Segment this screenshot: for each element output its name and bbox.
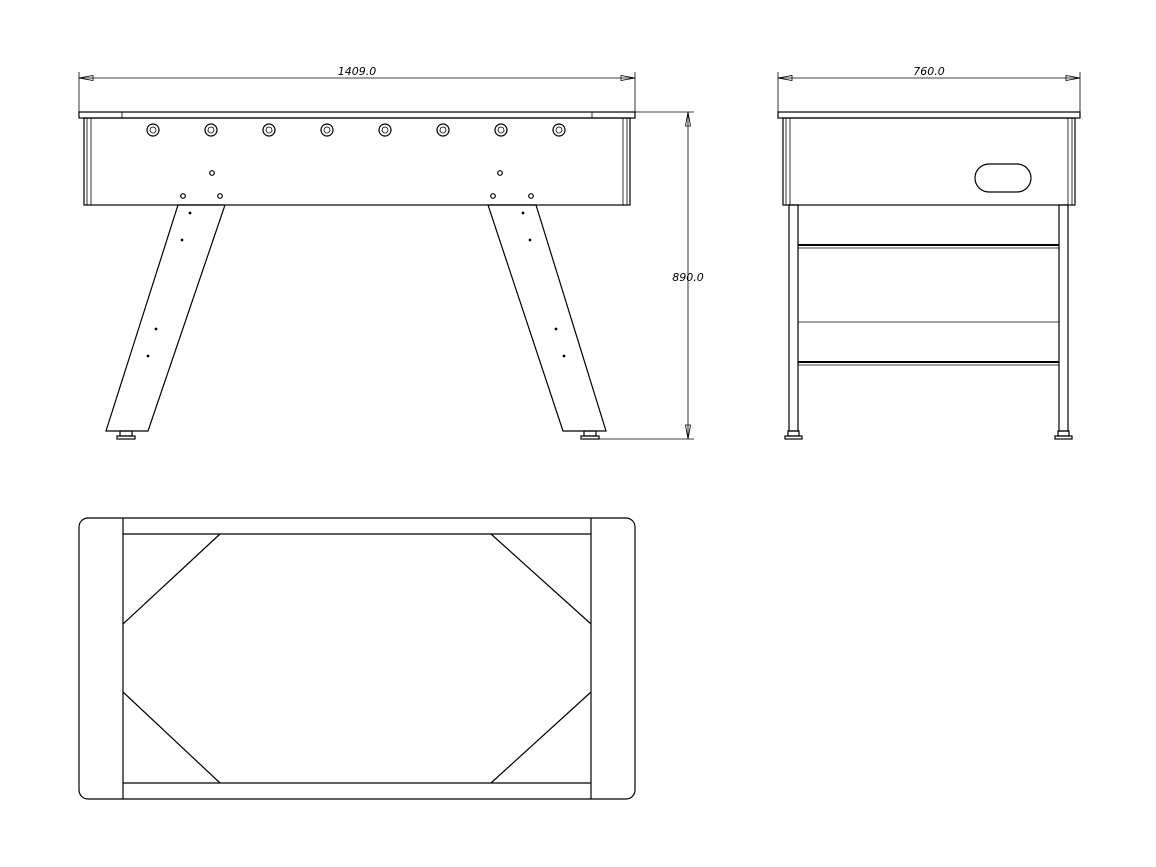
top-view	[78, 517, 636, 800]
rod-holes	[146, 123, 566, 137]
dimension-height: 890.0	[599, 111, 704, 440]
side-width-label: 760.0	[913, 65, 945, 78]
front-view: 1409.0	[78, 65, 704, 440]
front-length-label: 1409.0	[338, 65, 377, 78]
dimension-front-length: 1409.0	[78, 65, 636, 112]
height-label: 890.0	[672, 271, 704, 284]
side-view: 760.0	[777, 65, 1081, 440]
dimension-side-width: 760.0	[777, 65, 1081, 112]
